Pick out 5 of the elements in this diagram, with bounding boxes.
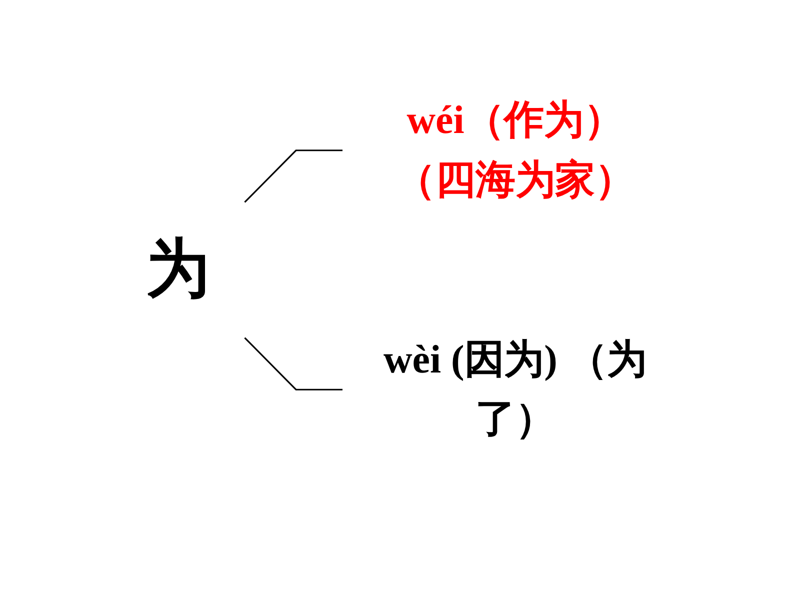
node-text: 为	[146, 234, 210, 305]
connector	[244, 150, 342, 203]
node-text: wéi（作为）（四海为家）	[396, 98, 635, 202]
connector	[244, 337, 342, 390]
node-text: wèi (因为) （为了）	[384, 338, 648, 442]
